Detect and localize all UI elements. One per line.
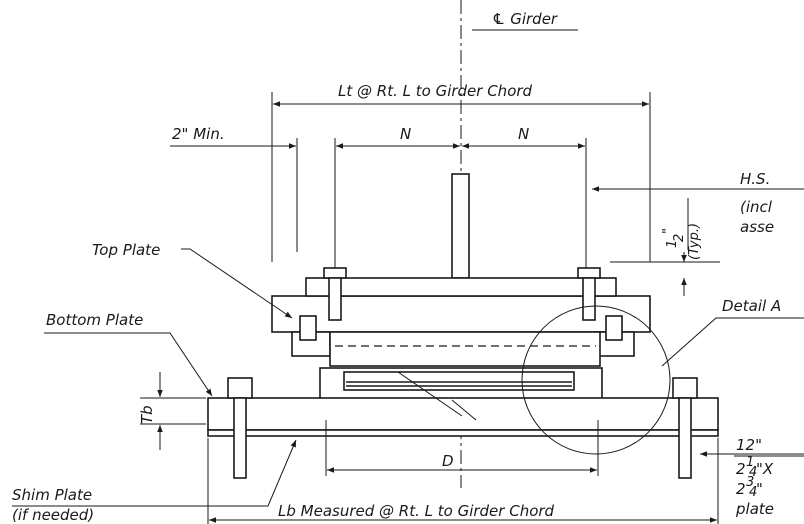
hs-note-line-2: (incl xyxy=(740,198,773,216)
anchor-note-line-3: 2 3 4 " xyxy=(736,475,763,500)
anchor-note-line-1: 12" xyxy=(736,436,762,454)
detail-a-label: Detail A xyxy=(722,297,781,315)
half-inch-label: 1 2 " xyxy=(661,228,687,248)
detail-a-leader xyxy=(661,317,804,367)
tb-label-group: Tb xyxy=(138,405,156,424)
anchor-bolt-left xyxy=(227,377,253,479)
svg-text:3: 3 xyxy=(746,475,754,490)
svg-text:1: 1 xyxy=(746,455,754,470)
elastomer-layer xyxy=(343,371,575,391)
lb-dimension-label: Lb Measured @ Rt. L to Girder Chord xyxy=(278,502,555,520)
guide-right xyxy=(595,315,635,357)
typ-label: (Typ.) xyxy=(687,223,702,260)
top-bolt-left xyxy=(323,267,347,321)
svg-text:(Typ.): (Typ.) xyxy=(687,223,702,260)
svg-text:1: 1 xyxy=(665,240,680,248)
tb-label: Tb xyxy=(138,405,156,424)
anchor-note-line-2: 2 1 4 "X xyxy=(736,455,774,480)
hs-note-line-3: asse xyxy=(740,218,774,236)
detail-leader-1 xyxy=(397,371,463,417)
svg-text:2: 2 xyxy=(672,234,687,242)
sole-plate xyxy=(305,277,617,297)
detail-a-circle xyxy=(521,305,671,455)
svg-text:": " xyxy=(756,480,763,498)
detail-leader-2 xyxy=(451,399,477,421)
centerline-girder-label: ℄ Girder xyxy=(492,10,558,28)
anchor-note-line-4: plate xyxy=(735,500,774,518)
shim-plate-label: Shim Plate xyxy=(12,486,92,504)
girder-web xyxy=(451,173,470,279)
d-label: D xyxy=(442,452,454,470)
svg-text:2: 2 xyxy=(736,460,746,478)
svg-text:4: 4 xyxy=(749,465,757,480)
top-plate-label: Top Plate xyxy=(92,241,160,259)
guide-left xyxy=(291,315,331,357)
svg-text:4: 4 xyxy=(749,485,757,500)
hs-note-line-1: H.S. xyxy=(740,170,770,188)
bottom-plate-label: Bottom Plate xyxy=(46,311,143,329)
n-right-label: N xyxy=(518,125,529,143)
shim-plate xyxy=(207,429,719,437)
n-left-label: N xyxy=(400,125,411,143)
top-bolt-right xyxy=(577,267,601,321)
bearing-pad xyxy=(329,331,601,367)
top-plate-leader xyxy=(181,248,293,319)
svg-text:"X: "X xyxy=(756,460,774,478)
bottom-plate xyxy=(207,397,719,431)
svg-text:": " xyxy=(661,228,676,234)
lt-dimension-label: Lt @ Rt. L to Girder Chord xyxy=(338,82,533,100)
min-label: 2" Min. xyxy=(172,125,225,143)
svg-text:2: 2 xyxy=(736,480,746,498)
shim-plate-leader xyxy=(12,439,297,507)
bottom-plate-leader xyxy=(44,332,213,397)
anchor-bolt-right xyxy=(672,377,698,479)
if-needed-label: (if needed) xyxy=(12,506,94,524)
